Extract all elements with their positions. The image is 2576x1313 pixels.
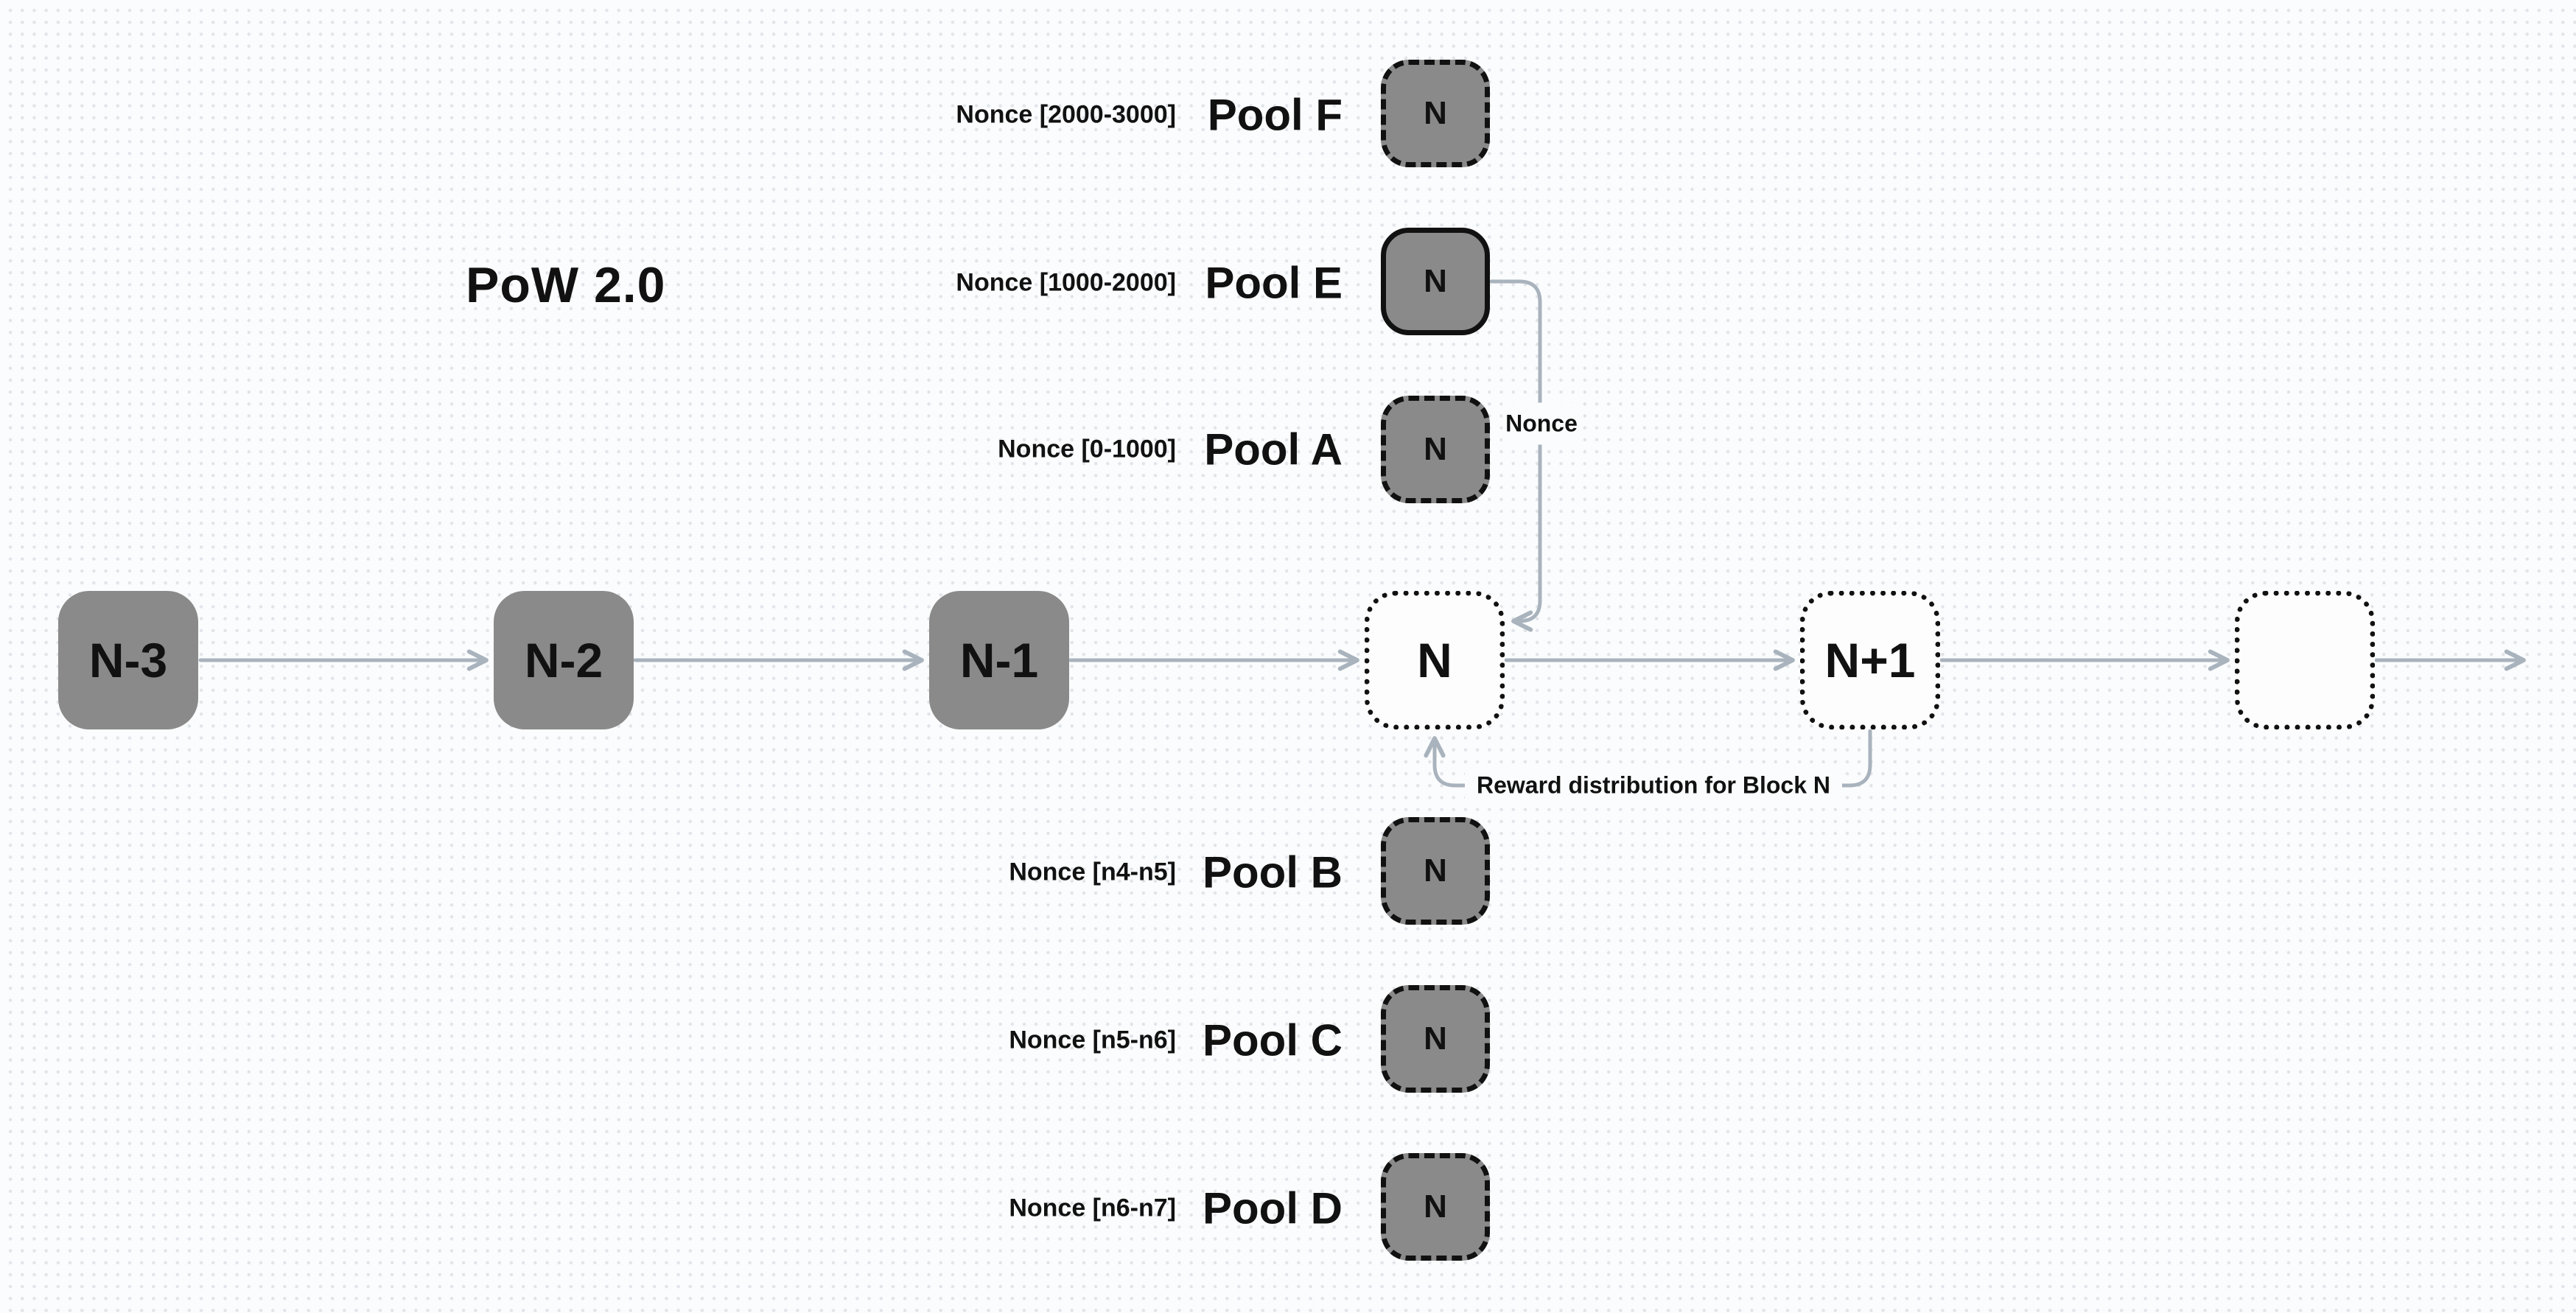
pool-a-name[interactable]: Pool A xyxy=(1204,424,1343,475)
chain-block-n-plus-1-label: N+1 xyxy=(1824,633,1916,687)
pool-e-nonce-range[interactable]: Nonce [1000-2000] xyxy=(956,268,1176,297)
pool-f-block[interactable]: N xyxy=(1381,60,1490,167)
pool-e-name[interactable]: Pool E xyxy=(1205,258,1343,308)
pool-b-nonce-range[interactable]: Nonce [n4-n5] xyxy=(1009,858,1176,886)
pool-a-block[interactable]: N xyxy=(1381,396,1490,503)
pool-b-block-label: N xyxy=(1424,852,1447,889)
pool-f-name[interactable]: Pool F xyxy=(1207,90,1343,140)
pool-d-block[interactable]: N xyxy=(1381,1153,1490,1261)
chain-block-n-3[interactable]: N-3 xyxy=(58,591,198,729)
pool-b-name[interactable]: Pool B xyxy=(1203,847,1343,897)
pool-c-nonce-range[interactable]: Nonce [n5-n6] xyxy=(1009,1026,1176,1054)
pool-d-nonce-range[interactable]: Nonce [n6-n7] xyxy=(1009,1194,1176,1222)
diagram-title[interactable]: PoW 2.0 xyxy=(466,257,666,313)
pool-f-nonce-range[interactable]: Nonce [2000-3000] xyxy=(956,100,1176,129)
chain-block-n-2[interactable]: N-2 xyxy=(494,591,634,729)
pool-c-block-label: N xyxy=(1424,1020,1447,1057)
chain-block-n-plus-1[interactable]: N+1 xyxy=(1800,591,1940,729)
pool-d-block-label: N xyxy=(1424,1188,1447,1225)
pool-f-block-label: N xyxy=(1424,95,1447,131)
pool-b-block[interactable]: N xyxy=(1381,817,1490,925)
chain-block-n-label: N xyxy=(1417,633,1452,687)
chain-block-n-2-label: N-2 xyxy=(524,633,603,687)
nonce-submission-label[interactable]: Nonce xyxy=(1502,402,1581,445)
pool-a-nonce-range[interactable]: Nonce [0-1000] xyxy=(998,435,1176,463)
pool-d-name[interactable]: Pool D xyxy=(1203,1183,1343,1233)
chain-block-n-1-label: N-1 xyxy=(959,633,1039,687)
pool-a-block-label: N xyxy=(1424,431,1447,467)
chain-block-n[interactable]: N xyxy=(1365,591,1505,729)
reward-distribution-label[interactable]: Reward distribution for Block N xyxy=(1464,770,1843,801)
pool-e-block[interactable]: N xyxy=(1381,228,1490,335)
pool-c-block[interactable]: N xyxy=(1381,985,1490,1093)
pool-c-name[interactable]: Pool C xyxy=(1203,1015,1343,1065)
chain-block-n-3-label: N-3 xyxy=(88,633,168,687)
nonce-submission-arrow[interactable] xyxy=(1489,279,1542,632)
chain-block-future-empty[interactable] xyxy=(2235,591,2375,729)
chain-block-n-1[interactable]: N-1 xyxy=(929,591,1069,729)
pool-e-block-label: N xyxy=(1424,263,1447,299)
